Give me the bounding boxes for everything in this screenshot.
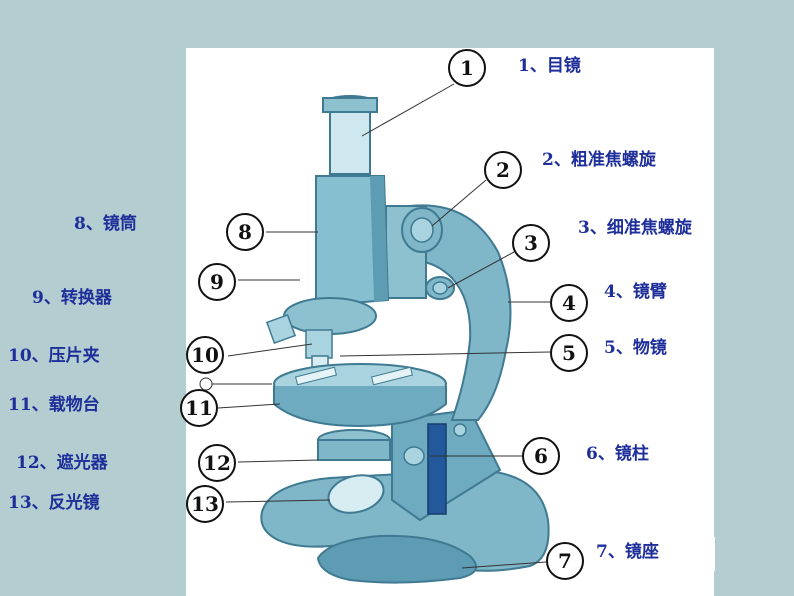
callout-badge-10: 10 (186, 336, 224, 374)
label-pillar: 6、镜柱 (586, 444, 649, 464)
callout-badge-11: 11 (180, 389, 218, 427)
callout-badge-5: 5 (550, 334, 588, 372)
callout-badge-8: 8 (226, 213, 264, 251)
callout-badge-1: 1 (448, 49, 486, 87)
leader-10 (228, 344, 312, 356)
leader-3 (448, 252, 514, 288)
label-stage-clip: 10、压片夹 (8, 346, 100, 366)
leader-2 (432, 180, 486, 226)
label-fine-focus: 3、细准焦螺旋 (578, 218, 692, 238)
callout-badge-13: 13 (186, 485, 224, 523)
label-diaphragm: 12、遮光器 (16, 453, 108, 473)
callout-badge-7: 7 (546, 542, 584, 580)
callout-badge-4: 4 (550, 284, 588, 322)
label-mirror: 13、反光镜 (8, 493, 100, 513)
leader-11 (218, 404, 280, 408)
callout-badge-3: 3 (512, 224, 550, 262)
callout-badge-9: 9 (198, 263, 236, 301)
leader-1 (362, 84, 454, 136)
leader-13 (226, 500, 330, 502)
leader-7 (462, 562, 546, 568)
callout-badge-6: 6 (522, 437, 560, 475)
label-objective: 5、物镜 (604, 338, 667, 358)
callout-badge-2: 2 (484, 151, 522, 189)
label-nosepiece: 9、转换器 (32, 288, 112, 308)
leader-5 (340, 352, 550, 356)
label-stage: 11、载物台 (8, 395, 100, 415)
label-eyepiece: 1、目镜 (518, 56, 581, 76)
label-body-tube: 8、镜筒 (74, 214, 137, 234)
label-base: 7、镜座 (596, 542, 659, 562)
callout-badge-12: 12 (198, 444, 236, 482)
leader-12 (238, 460, 318, 462)
label-coarse-focus: 2、粗准焦螺旋 (542, 150, 656, 170)
label-arm: 4、镜臂 (604, 282, 667, 302)
